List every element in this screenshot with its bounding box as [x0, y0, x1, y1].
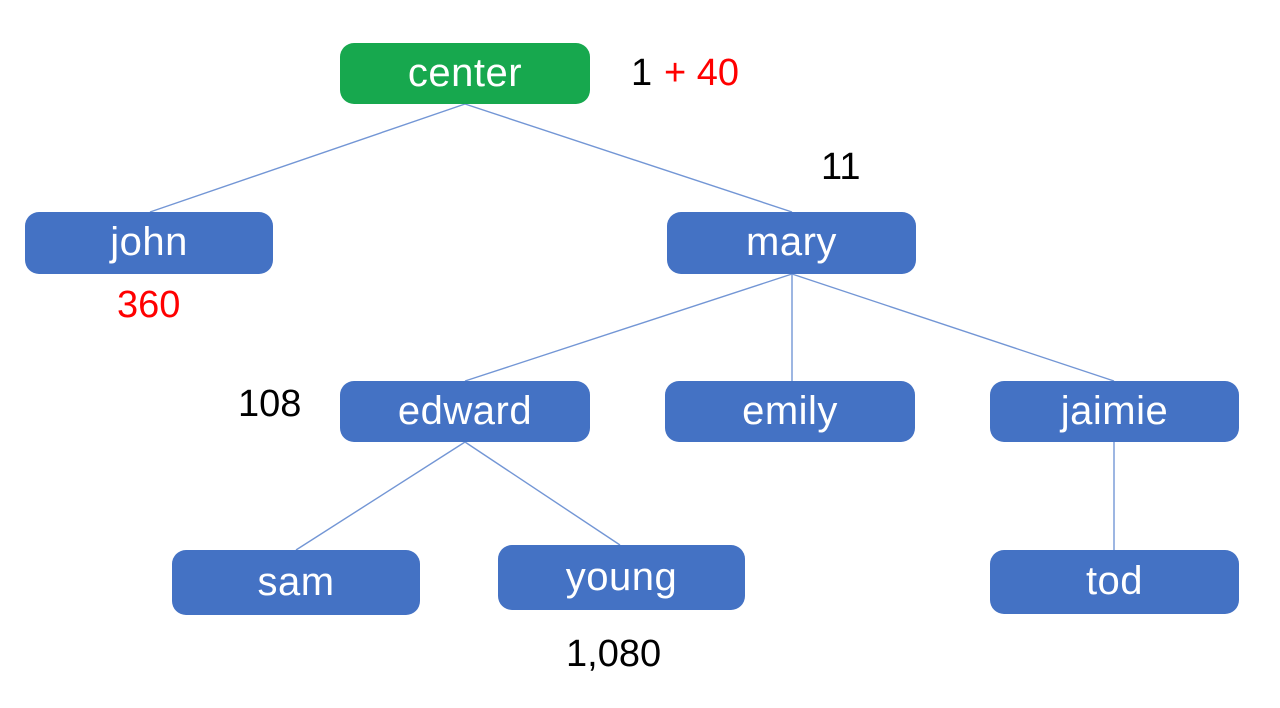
- node-tod-label: tod: [1085, 559, 1144, 603]
- node-jaimie-label: jaimie: [1060, 388, 1169, 433]
- edge-mary-jaimie: [791, 273, 1115, 382]
- edge-center-mary: [464, 103, 793, 213]
- node-emily: emily: [665, 381, 915, 442]
- edge-edward-young: [464, 441, 621, 546]
- node-edward-label: edward: [397, 388, 533, 433]
- node-john: john: [25, 212, 273, 274]
- node-edward: edward: [340, 381, 590, 442]
- node-jaimie: jaimie: [990, 381, 1239, 442]
- node-mary-label: mary: [746, 220, 837, 264]
- node-tod: tod: [990, 550, 1239, 614]
- annotation-young-value: 1,080: [566, 633, 662, 675]
- node-mary: mary: [667, 212, 916, 274]
- node-center-label: center: [407, 50, 523, 95]
- annotation-center-value: 1: [631, 52, 653, 94]
- node-sam: sam: [172, 550, 420, 615]
- node-john-label: john: [110, 220, 188, 264]
- annotation-center-increment: + 40: [664, 52, 740, 94]
- node-sam-label: sam: [257, 559, 335, 604]
- annotation-mary-value: 11: [821, 146, 861, 188]
- node-young: young: [498, 545, 745, 610]
- node-center: center: [340, 43, 590, 104]
- annotation-john-value: 360: [117, 284, 181, 326]
- edge-mary-edward: [464, 273, 793, 382]
- edge-edward-sam: [295, 441, 466, 551]
- annotation-edward-value: 108: [238, 383, 302, 425]
- node-emily-label: emily: [742, 388, 838, 433]
- edge-center-john: [149, 103, 466, 213]
- node-young-label: young: [565, 554, 678, 599]
